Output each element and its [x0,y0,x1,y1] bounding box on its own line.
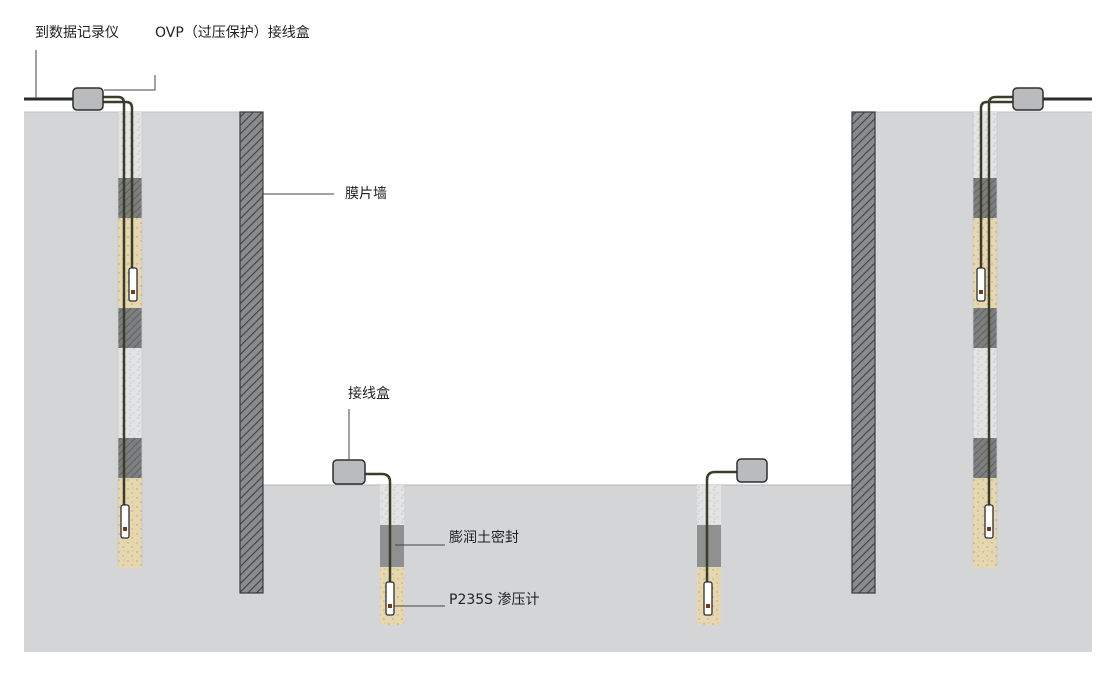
label-bentonite-seal: 膨润土密封 [449,530,519,546]
diaphragm-wall-left [239,111,264,594]
label-ovp-box: OVP（过压保护）接线盒 [155,25,310,41]
diaphragm-wall-right [851,111,876,594]
piezometer-icon [120,504,130,539]
label-junction-box: 接线盒 [348,386,390,402]
cable-floor-right [705,470,739,585]
piezometer-icon [984,504,994,539]
label-to-logger: 到数据记录仪 [35,25,119,41]
piezometer-icon [128,267,138,302]
ovp-box-left [72,87,104,111]
piezometer-icon [703,581,713,616]
junction-box-icon [332,459,366,485]
cable-right-2 [979,100,1016,270]
label-diaphragm-wall: 膜片墙 [345,186,387,202]
ground-section [24,112,1092,652]
cable-floor-left [364,472,392,585]
borehole-right [972,112,998,568]
borehole-left [117,112,143,568]
piezometer-icon [976,267,986,302]
cable-left-2 [100,100,134,270]
ovp-box-right [1012,87,1044,111]
label-piezometer: P235S 渗压计 [449,592,540,608]
junction-box-icon [736,458,768,483]
leader-ovp [104,75,156,91]
piezometer-icon [385,581,395,616]
